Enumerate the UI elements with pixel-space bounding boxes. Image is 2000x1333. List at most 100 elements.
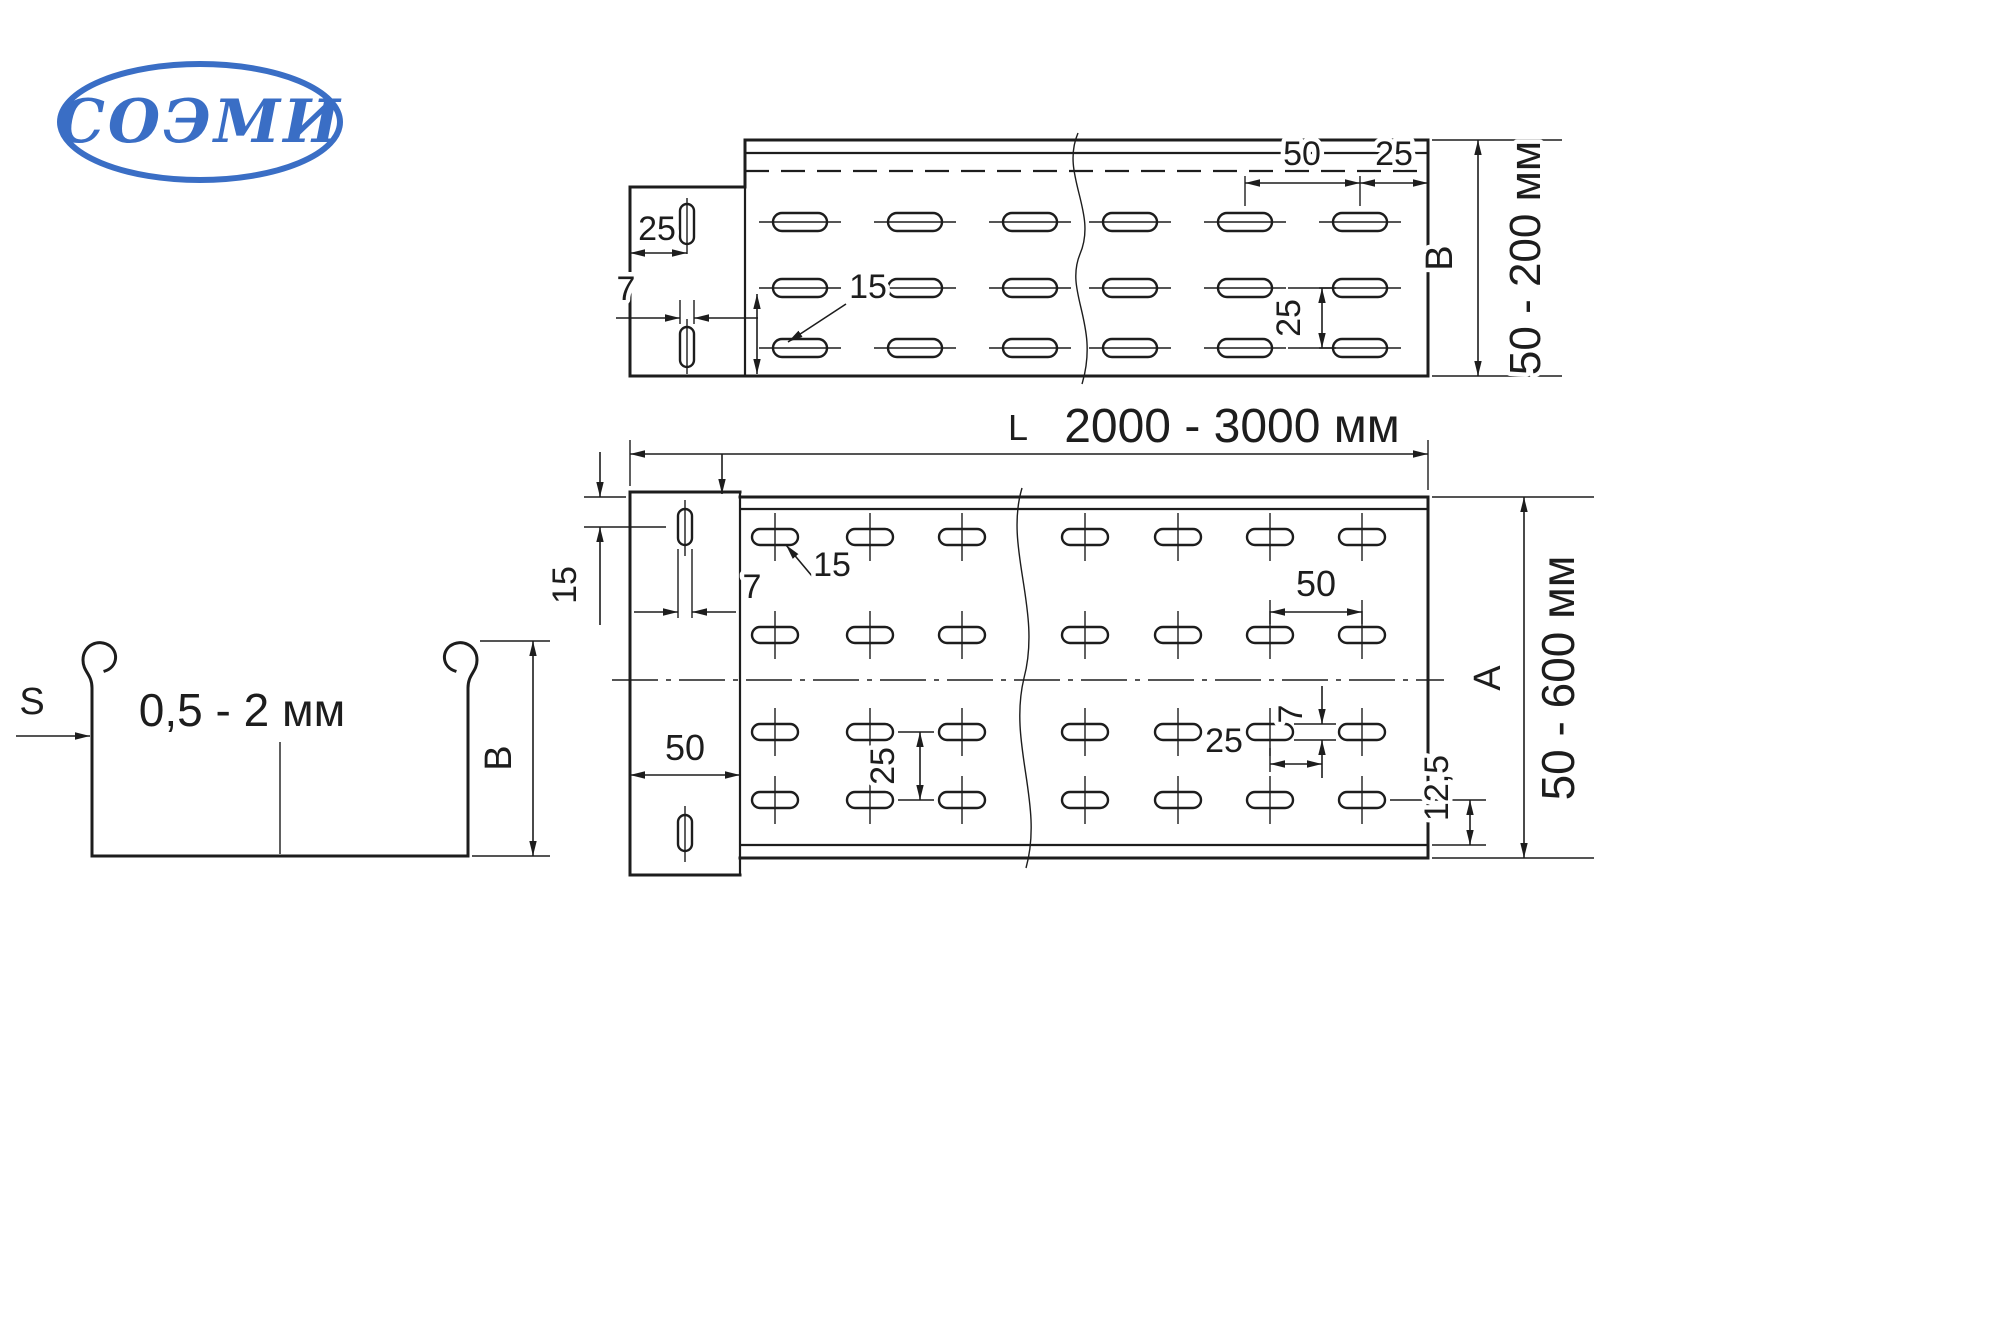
dim-label-bracket-offset-25: 25 bbox=[638, 210, 676, 248]
dim-label-slot-width-7: 7 bbox=[617, 270, 636, 308]
perforation-slot bbox=[1153, 790, 1203, 810]
perforation-slot bbox=[937, 527, 987, 547]
leader-line bbox=[787, 303, 847, 343]
perforation-slot bbox=[750, 625, 800, 645]
perforation-slot bbox=[845, 527, 895, 547]
perforation-slot bbox=[1216, 277, 1274, 299]
dim-side-bracket-offset: 25 bbox=[630, 206, 687, 257]
side-bracket-slots bbox=[678, 198, 696, 374]
bracket-slot bbox=[676, 813, 694, 853]
perforation-slot bbox=[1337, 527, 1387, 547]
dim-label-length-symbol: L bbox=[1008, 407, 1028, 448]
break-line bbox=[1072, 132, 1088, 385]
perforation-slot bbox=[1101, 277, 1159, 299]
dim-label-edge-offset-25: 25 bbox=[1375, 135, 1413, 173]
plan-view-outline bbox=[738, 495, 1430, 860]
dim-section-height: B bbox=[472, 640, 550, 857]
dim-label-width-symbol: A bbox=[1467, 665, 1509, 691]
dim-plan-slot-width-7: 7 bbox=[634, 549, 766, 618]
perforation-slot bbox=[1101, 211, 1159, 233]
cross-section-view: S 0,5 - 2 мм B bbox=[15, 640, 550, 858]
perforation-slot bbox=[1001, 211, 1059, 233]
perforation-slot bbox=[1060, 790, 1110, 810]
dim-side-height: B 50 - 200 мм bbox=[1415, 136, 1562, 380]
dim-label-edge-offset-15: 15 bbox=[546, 566, 584, 604]
dim-label-slot-width-7-right: 7 bbox=[1272, 705, 1310, 724]
dim-side-slot-width: 7 bbox=[612, 266, 758, 324]
side-view: 50 25 B 50 - 200 мм 25 7 15 bbox=[612, 131, 1562, 385]
perforation-slot bbox=[1337, 790, 1387, 810]
leader-line bbox=[785, 544, 813, 577]
logo-ellipse bbox=[57, 61, 343, 183]
perforation-slot bbox=[750, 790, 800, 810]
perforation-slot bbox=[1337, 625, 1387, 645]
perforation-slot bbox=[937, 625, 987, 645]
perforation-slot bbox=[1001, 337, 1059, 359]
dim-side-slot-length: 15 bbox=[753, 264, 891, 374]
perforation-slot bbox=[886, 277, 944, 299]
dim-side-pitch: 50 25 bbox=[1244, 131, 1428, 206]
break-line bbox=[1016, 487, 1032, 869]
perforation-slot bbox=[1331, 211, 1389, 233]
dim-plan-slot-length-15: 15 bbox=[785, 542, 855, 589]
perforation-slot bbox=[937, 722, 987, 742]
dim-label-offset-25: 25 bbox=[1205, 722, 1243, 760]
perforation-slot bbox=[1216, 337, 1274, 359]
dim-label-row-pitch-25: 25 bbox=[1270, 299, 1308, 337]
dim-plan-pitch-50: 50 bbox=[1269, 559, 1363, 624]
perforation-slot bbox=[886, 211, 944, 233]
dim-label-pitch-50: 50 bbox=[1283, 135, 1321, 173]
dim-plan-edge-offset-15: 15 bbox=[542, 452, 666, 625]
cross-section-profile bbox=[81, 641, 479, 858]
perforation-slot bbox=[1245, 527, 1295, 547]
bracket-slot bbox=[678, 325, 696, 369]
plan-view: L 2000 - 3000 мм 15 7 15 50 bbox=[542, 396, 1594, 877]
dim-label-height-range: 50 - 200 мм bbox=[1501, 141, 1550, 375]
side-bracket bbox=[628, 185, 747, 378]
perforation-slot bbox=[1245, 722, 1295, 742]
dim-plan-row-pitch: 25 bbox=[860, 731, 934, 801]
perforation-slot bbox=[937, 790, 987, 810]
perforation-slot bbox=[1060, 625, 1110, 645]
perforation-slot bbox=[845, 790, 895, 810]
perforation-slot bbox=[845, 625, 895, 645]
dim-plan-length: L 2000 - 3000 мм bbox=[629, 396, 1429, 490]
soemi-logo: СОЭМИ bbox=[57, 61, 343, 183]
dim-label-thickness-symbol: S bbox=[19, 681, 44, 723]
perforation-slot bbox=[1153, 625, 1203, 645]
dim-label-slot-length-15: 15 bbox=[813, 546, 851, 584]
profile-right-hook bbox=[442, 641, 479, 704]
perforation-slot bbox=[886, 337, 944, 359]
profile-channel bbox=[90, 696, 470, 858]
dim-label-section-height: B bbox=[478, 745, 520, 770]
profile-left-hook bbox=[81, 641, 118, 704]
dim-label-slot-width-7: 7 bbox=[743, 568, 762, 606]
side-view-slots bbox=[759, 211, 1401, 359]
perforation-slot bbox=[771, 277, 829, 299]
dim-label-height-symbol: B bbox=[1419, 245, 1461, 270]
dim-thickness: S 0,5 - 2 мм bbox=[15, 677, 350, 741]
perforation-slot bbox=[1060, 722, 1110, 742]
dim-label-thickness-range: 0,5 - 2 мм bbox=[139, 684, 345, 736]
perforation-slot bbox=[1060, 527, 1110, 547]
plan-bracket-slots bbox=[676, 500, 694, 862]
perforation-slot bbox=[1153, 722, 1203, 742]
dim-label-slot-length-15: 15 bbox=[849, 268, 887, 306]
dim-side-row-pitch: 25 bbox=[1266, 287, 1336, 349]
dim-label-length-range: 2000 - 3000 мм bbox=[1064, 400, 1400, 453]
dim-plan-edge-offset-12-5: 12,5 bbox=[1390, 750, 1486, 846]
bracket-slot bbox=[676, 507, 694, 547]
perforation-slot bbox=[1001, 277, 1059, 299]
side-view-outline bbox=[743, 138, 1430, 378]
perforation-slot bbox=[1101, 337, 1159, 359]
perforation-slot bbox=[750, 722, 800, 742]
plan-bracket bbox=[628, 490, 742, 877]
perforation-slot bbox=[845, 722, 895, 742]
perforation-slot bbox=[1337, 722, 1387, 742]
dim-plan-width: A 50 - 600 мм bbox=[1432, 496, 1594, 859]
dim-label-bracket-width-50: 50 bbox=[665, 727, 705, 768]
logo-text: СОЭМИ bbox=[57, 87, 343, 157]
dim-label-row-pitch-25: 25 bbox=[864, 747, 902, 785]
